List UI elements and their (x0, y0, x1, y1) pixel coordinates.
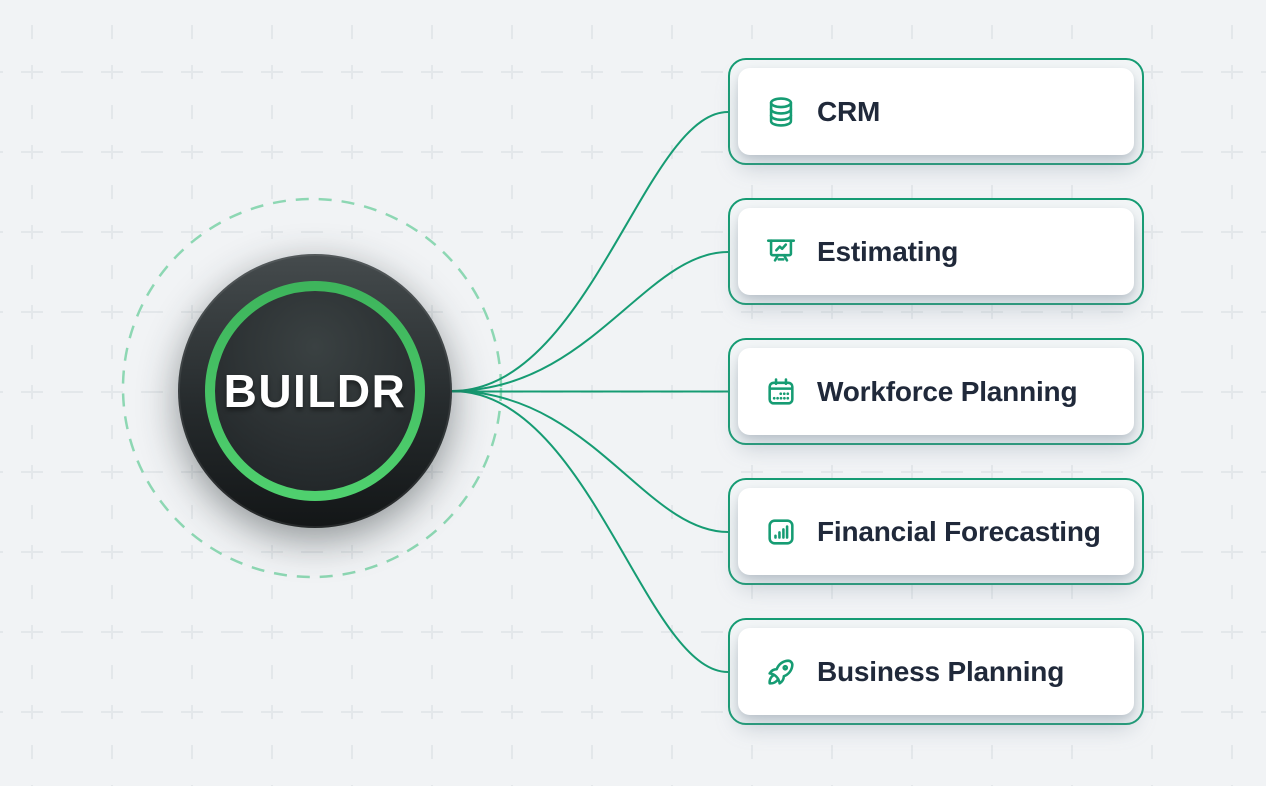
node-label: Estimating (817, 235, 959, 267)
node-card-estimating-inner: Estimating (738, 208, 1134, 295)
bar-chart-icon (768, 518, 794, 545)
node-card-workforce-planning-inner: Workforce Planning (738, 348, 1134, 435)
node-card-workforce-planning[interactable]: Workforce Planning (728, 338, 1144, 445)
node-card-financial-forecasting-inner: Financial Forecasting (738, 488, 1134, 575)
connector-financial-forecasting (451, 390, 729, 533)
node-label: Workforce Planning (817, 375, 1078, 407)
hub-button[interactable] (178, 254, 452, 528)
node-card-crm[interactable]: CRM (728, 58, 1144, 165)
node-card-crm-inner: CRM (738, 68, 1134, 155)
node-card-financial-forecasting[interactable]: Financial Forecasting (728, 478, 1144, 585)
connector-estimating (451, 251, 729, 392)
connector-lines (451, 111, 729, 673)
node-label: Business Planning (817, 655, 1065, 687)
rocket-icon (768, 658, 794, 685)
node-card-business-planning[interactable]: Business Planning (728, 618, 1144, 725)
node-label: CRM (817, 95, 881, 127)
hub-green-ring (205, 281, 425, 501)
node-card-estimating[interactable]: Estimating (728, 198, 1144, 305)
presentation-chart-icon (766, 238, 796, 262)
node-label: Financial Forecasting (817, 515, 1101, 547)
dashed-orbit-circle (121, 197, 503, 579)
calendar-icon (768, 377, 794, 405)
connector-business-planning (451, 390, 729, 673)
node-card-business-planning-inner: Business Planning (738, 628, 1134, 715)
database-icon (769, 96, 793, 127)
connector-crm (451, 111, 729, 392)
hub-label[interactable]: BUILDR (223, 365, 407, 417)
